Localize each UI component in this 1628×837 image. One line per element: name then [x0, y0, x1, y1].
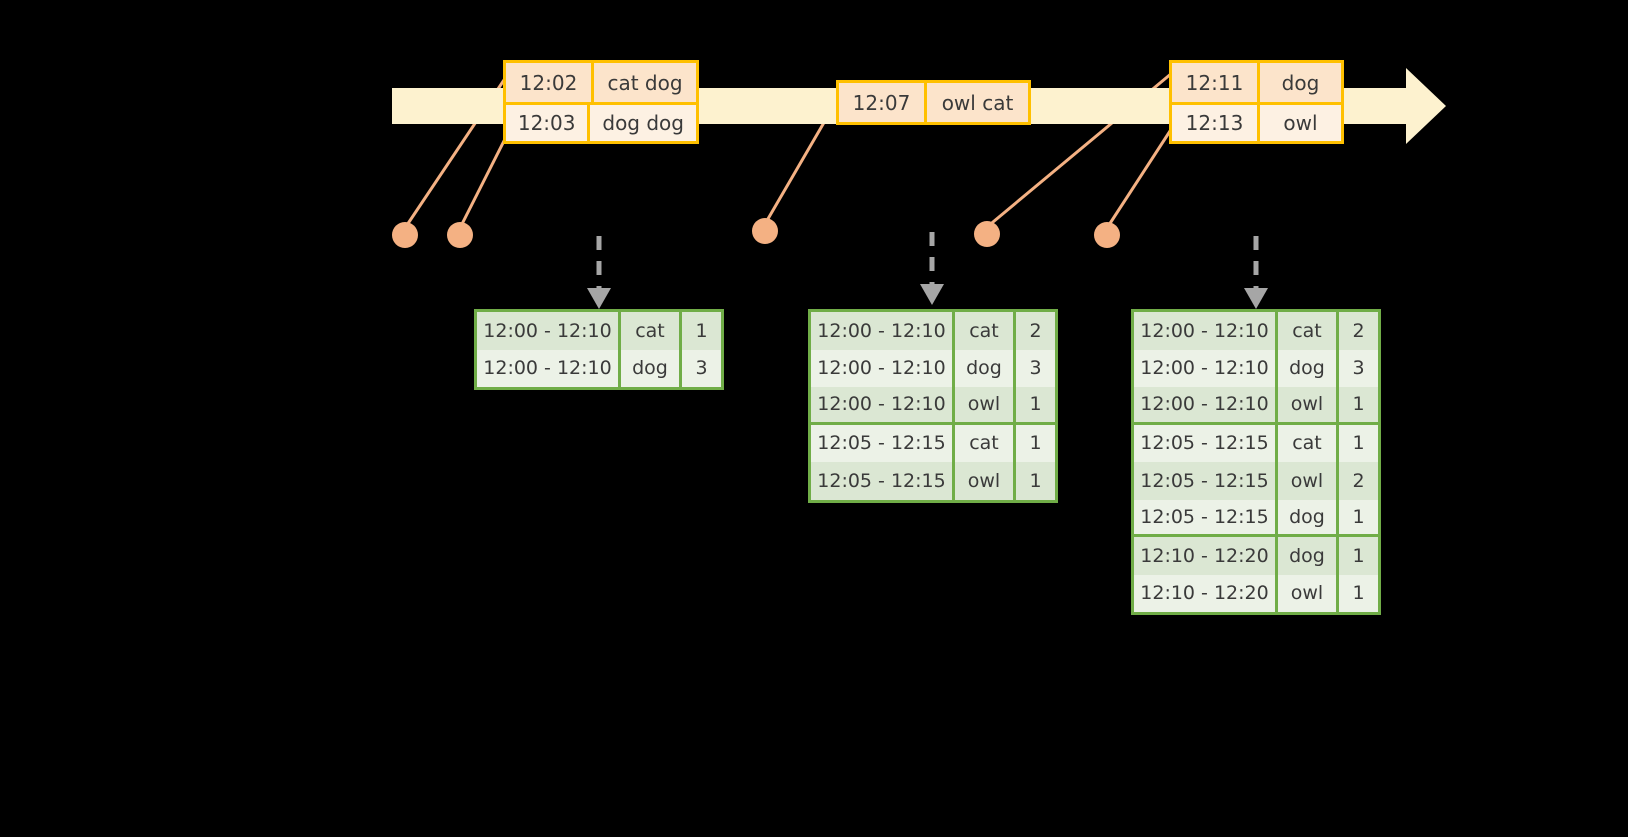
word-cell: dog: [1278, 499, 1339, 534]
event-dot-3: [752, 218, 778, 244]
event-row[interactable]: 12:03 dog dog: [506, 102, 696, 141]
connector-2: [458, 132, 510, 229]
word-cell: cat: [1278, 424, 1339, 462]
event-box-2[interactable]: 12:07 owl cat: [836, 80, 1031, 125]
word-cell: dog: [955, 349, 1016, 387]
window-cell: 12:00 - 12:10: [811, 387, 955, 422]
window-cell: 12:00 - 12:10: [477, 312, 621, 350]
word-cell: dog: [1278, 349, 1339, 387]
window-cell: 12:00 - 12:10: [1134, 312, 1278, 350]
count-cell: 1: [695, 319, 708, 342]
count-cell: 2: [1352, 469, 1365, 492]
window-cell: 12:10 - 12:20: [1134, 574, 1278, 612]
count-cell: 1: [1352, 393, 1365, 416]
count-cell: 2: [1029, 319, 1042, 342]
word-cell: cat: [955, 312, 1016, 350]
word-cell: dog: [621, 349, 682, 387]
count-cell: 1: [1352, 544, 1365, 567]
dashed-arrow-2-head: [920, 284, 944, 305]
word-cell: owl: [955, 387, 1016, 422]
event-words: dog: [1281, 70, 1320, 95]
window-cell: 12:00 - 12:10: [477, 349, 621, 387]
window-cell: 12:00 - 12:10: [1134, 387, 1278, 422]
event-time: 12:03: [506, 105, 591, 141]
count-cell: 1: [1029, 393, 1042, 416]
event-dot-5: [1094, 222, 1120, 248]
word-cell: cat: [955, 424, 1016, 462]
event-time: 12:13: [1172, 105, 1260, 141]
window-cell: 12:10 - 12:20: [1134, 537, 1278, 575]
event-dot-1: [392, 222, 418, 248]
window-cell: 12:05 - 12:15: [1134, 499, 1278, 534]
window-cell: 12:00 - 12:10: [811, 349, 955, 387]
count-cell: 1: [1352, 582, 1365, 605]
event-time: 12:11: [1172, 63, 1260, 102]
window-cell: 12:05 - 12:15: [811, 424, 955, 462]
dashed-arrow-3-head: [1244, 288, 1268, 309]
event-dot-2: [447, 222, 473, 248]
window-cell: 12:00 - 12:10: [811, 312, 955, 350]
count-cell: 1: [1352, 505, 1365, 528]
event-box-3[interactable]: 12:11 dog 12:13 owl: [1169, 60, 1344, 144]
event-row[interactable]: 12:13 owl: [1172, 102, 1341, 141]
word-cell: cat: [1278, 312, 1339, 350]
word-cell: cat: [621, 312, 682, 350]
event-row[interactable]: 12:11 dog: [1172, 63, 1341, 102]
window-cell: 12:05 - 12:15: [811, 462, 955, 500]
event-box-1[interactable]: 12:02 cat dog 12:03 dog dog: [503, 60, 699, 144]
event-time: 12:07: [839, 83, 927, 122]
event-row[interactable]: 12:07 owl cat: [839, 83, 1028, 122]
word-cell: owl: [1278, 462, 1339, 500]
count-cell: 2: [1352, 319, 1365, 342]
word-cell: owl: [955, 462, 1016, 500]
word-cell: owl: [1278, 574, 1339, 612]
window-cell: 12:00 - 12:10: [1134, 349, 1278, 387]
word-cell: dog: [1278, 537, 1339, 575]
event-words: cat dog: [607, 70, 683, 95]
stream-arrow-head: [1406, 68, 1446, 144]
dashed-arrow-1-head: [587, 288, 611, 309]
count-cell: 3: [1352, 357, 1365, 380]
count-cell: 1: [1029, 469, 1042, 492]
window-cell: 12:05 - 12:15: [1134, 462, 1278, 500]
count-cell: 1: [1352, 432, 1365, 455]
word-cell: owl: [1278, 387, 1339, 422]
event-words: dog dog: [602, 111, 684, 135]
event-words: owl: [1283, 111, 1318, 135]
event-words: owl cat: [941, 90, 1014, 115]
count-cell: 1: [1029, 432, 1042, 455]
count-cell: 3: [695, 357, 708, 380]
event-time: 12:02: [506, 63, 594, 102]
event-row[interactable]: 12:02 cat dog: [506, 63, 696, 102]
connector-5: [1105, 127, 1174, 229]
event-dot-4: [974, 221, 1000, 247]
window-cell: 12:05 - 12:15: [1134, 424, 1278, 462]
count-cell: 3: [1029, 357, 1042, 380]
